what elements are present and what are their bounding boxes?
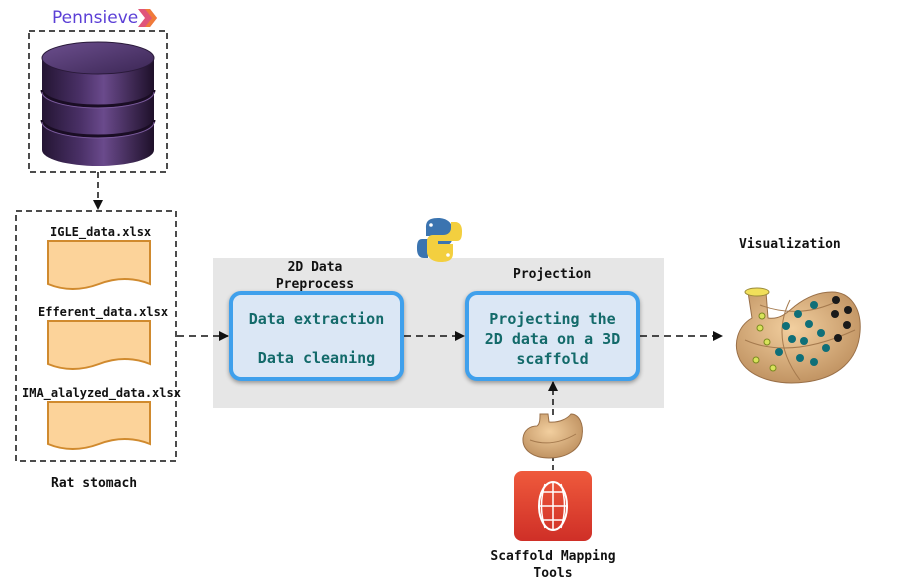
projection-line2: 2D data on a 3D <box>484 330 621 348</box>
projection-title: Projection <box>513 267 592 282</box>
step-data-extraction: Data extraction <box>248 310 385 328</box>
projection-line1: Projecting the <box>489 310 616 328</box>
file-label-1: IGLE_data.xlsx <box>50 225 152 239</box>
file-icon-1 <box>47 240 151 290</box>
file-label-2: Efferent_data.xlsx <box>38 305 169 319</box>
projection-box: Projecting the 2D data on a 3D scaffold <box>465 291 640 381</box>
files-frame <box>15 210 177 462</box>
pennsieve-logo-icon <box>138 9 157 27</box>
stomach-scaffold-icon <box>522 413 583 459</box>
preprocess-title-line2: Preprocess <box>275 277 355 292</box>
file-label-3: IMA_alalyzed_data.xlsx <box>22 386 181 400</box>
tools-label-line2: Tools <box>533 566 573 581</box>
database-icon <box>40 41 156 166</box>
visualization-title: Visualization <box>739 237 841 252</box>
file-icon-2 <box>47 320 151 370</box>
tools-label: Scaffold Mapping Tools <box>478 548 628 582</box>
preprocess-box: Data extraction Data cleaning <box>229 291 404 381</box>
scaffold-mapping-tools-icon <box>514 471 592 541</box>
preprocess-title-line1: 2D Data <box>287 260 343 275</box>
tools-label-line1: Scaffold Mapping <box>490 549 616 564</box>
file-icon-3 <box>47 401 151 450</box>
step-data-cleaning: Data cleaning <box>257 349 376 367</box>
preprocess-title: 2D Data Preprocess <box>260 259 370 293</box>
projection-line3: scaffold <box>516 350 589 368</box>
visualization-stomach-icon <box>736 287 861 384</box>
pennsieve-wordmark: Pennsieve <box>52 8 139 28</box>
python-logo-icon <box>417 218 462 262</box>
source-label: Rat stomach <box>51 476 138 491</box>
